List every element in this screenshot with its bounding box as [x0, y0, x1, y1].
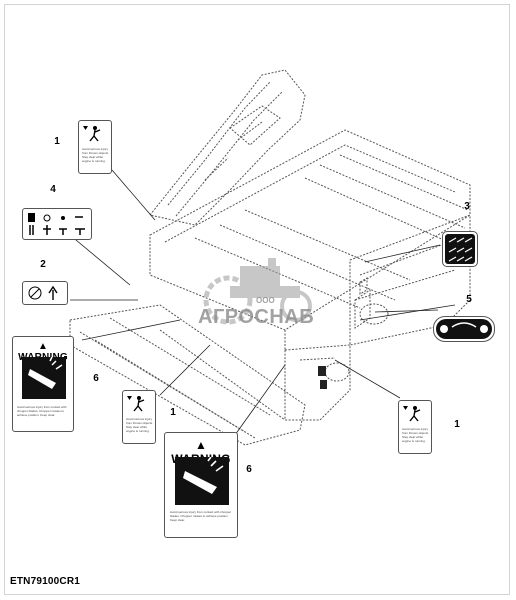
decal-4 — [22, 208, 92, 240]
decal-6-left-text: Avoid serious injury from contact with c… — [17, 405, 67, 417]
read-manual-arrow-icon — [28, 285, 58, 300]
callout-4: 4 — [50, 184, 56, 195]
callout-6-bottom: 6 — [246, 464, 252, 475]
callout-2: 2 — [40, 259, 46, 270]
person-thrown-object-icon — [403, 406, 421, 422]
callout-1-top: 1 — [54, 136, 60, 147]
decal-1-top-text: Avoid serious injury from thrown objects… — [82, 147, 110, 163]
boom-outline — [149, 69, 306, 226]
leader-5 — [374, 309, 439, 313]
decal-2 — [22, 281, 68, 305]
decal-3 — [442, 231, 478, 267]
decal-1-top: Avoid serious injury from thrown objects… — [78, 120, 112, 174]
leader-1c — [334, 359, 401, 399]
reflector-grid-icon — [445, 234, 475, 264]
hand-blade-icon — [22, 357, 66, 399]
decal-1-right-text: Avoid serious injury from thrown objects… — [402, 427, 430, 443]
side-panel — [349, 214, 471, 346]
watermark-brand: АГРОСНАБ — [198, 306, 315, 328]
warning-triangle-icon: ▲ — [194, 438, 208, 452]
figure-reference-code: ETN79100CR1 — [10, 576, 81, 587]
leader-1b — [159, 344, 211, 396]
leader-6a — [81, 319, 181, 341]
decal-6-bottom: ▲ WARNING Avoid serious injury from cont… — [164, 432, 238, 538]
person-thrown-object-icon — [83, 126, 101, 142]
control-symbols-icon — [28, 213, 85, 235]
machine-decal-a — [318, 366, 326, 376]
callout-3: 3 — [464, 201, 470, 212]
leader-3b — [359, 304, 456, 321]
warning-triangle-icon: ▲ — [37, 341, 49, 352]
decal-6-left: ▲ WARNING Avoid serious injury from cont… — [12, 336, 74, 432]
rotating-shaft-icon — [436, 319, 492, 339]
decal-5 — [433, 316, 495, 342]
callout-1-right: 1 — [454, 419, 460, 430]
callout-5: 5 — [466, 294, 472, 305]
callout-1-bottom: 1 — [170, 407, 176, 418]
decal-1-bottom: Avoid serious injury from thrown objects… — [122, 390, 156, 444]
leader-1a — [111, 169, 156, 221]
leader-6b — [234, 364, 286, 436]
decal-1-right: Avoid serious injury from thrown objects… — [398, 400, 432, 454]
watermark-prefix: ООО — [256, 296, 275, 305]
watermark-tractor-logo — [203, 258, 312, 325]
decal-1-bottom-text: Avoid serious injury from thrown objects… — [126, 417, 154, 433]
person-thrown-object-icon — [127, 396, 145, 412]
decal-6-bottom-text: Avoid serious injury from contact with c… — [170, 510, 232, 522]
hand-blade-icon — [175, 457, 229, 505]
leader-3 — [364, 244, 441, 263]
machine-decal-b — [320, 380, 327, 389]
housing-top — [149, 129, 471, 331]
callout-6-left: 6 — [93, 373, 99, 384]
drawing-frame — [4, 4, 510, 595]
